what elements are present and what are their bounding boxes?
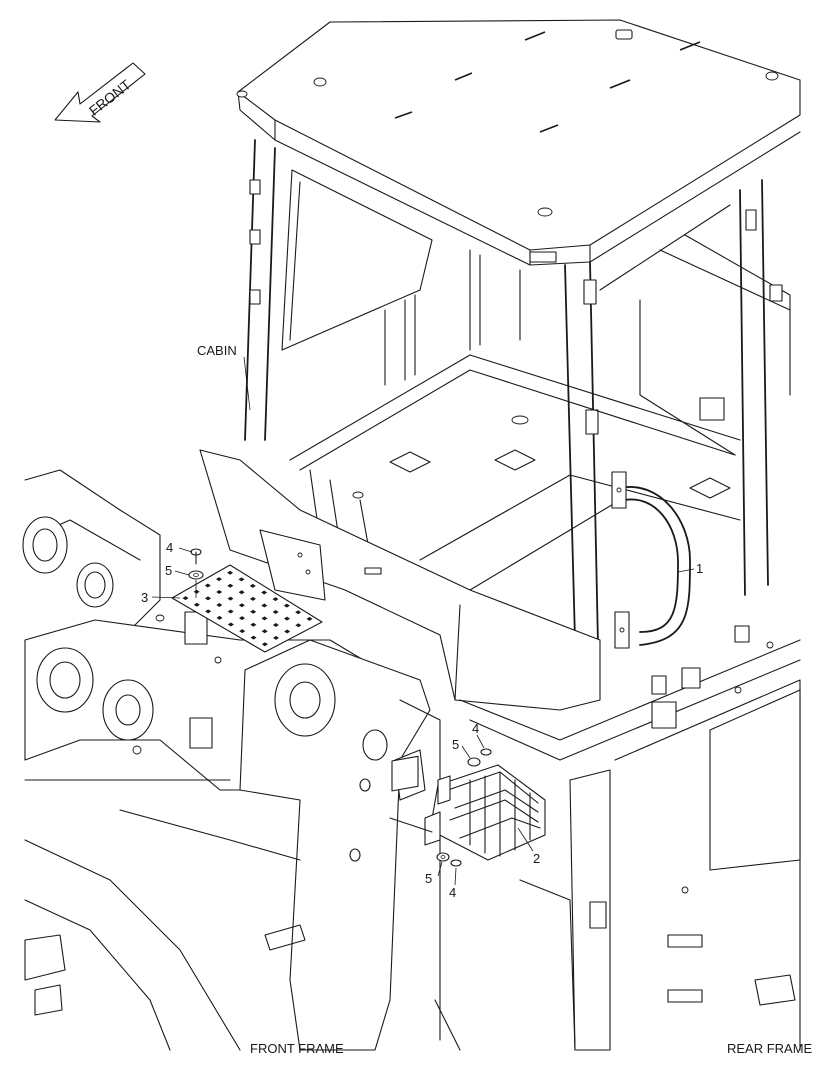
callout-washer-a: 5 [165,563,173,578]
plate-hole [227,609,234,614]
bolt-b [480,748,492,756]
plate-hole [216,602,223,607]
callout-step-lower: 2 [533,851,541,866]
washer-a [188,570,204,580]
plate-hole [205,609,212,614]
plate-hole [238,590,245,595]
step-plate [171,548,419,792]
plate-hole [261,590,268,595]
plate-hole [227,622,234,627]
plate-hole [249,583,256,588]
plate-hole [238,603,245,608]
plate-hole [216,615,223,620]
plate-hole [306,616,313,621]
plate-hole [239,616,246,621]
plate-hole [284,616,291,621]
front-arrow-label: FRONT [86,76,134,119]
plate-hole [261,616,268,621]
plate-hole [193,602,200,607]
plate-hole [250,635,257,640]
lower-step [389,748,546,867]
cabin-label: CABIN [197,343,237,358]
plate-hole [273,635,280,640]
plate-hole [272,622,279,627]
front-frame-label: FRONT FRAME [250,1041,344,1056]
plate-hole [227,596,234,601]
plate-hole [238,577,245,582]
plate-hole [284,629,291,634]
plate-hole [295,623,302,628]
washer-b [467,757,481,767]
handrail [611,471,691,649]
plate-hole [239,629,246,634]
plate-hole [272,610,279,615]
plate-hole [261,629,268,634]
cabin-roof [236,19,801,266]
plate-hole [250,609,257,614]
cabin-floor [289,354,741,591]
plate-hole [204,596,211,601]
plate-hole [227,583,234,588]
bolt-c [450,859,462,867]
callout-washer-b: 5 [452,737,460,752]
callout-bolt-c: 4 [449,885,457,900]
plate-hole [295,610,302,615]
rear-frame [459,625,801,1051]
plate-hole [249,596,256,601]
rear-frame-label: REAR FRAME [727,1041,813,1056]
callout-bolt-b: 4 [472,721,480,736]
plate-hole [283,603,290,608]
callout-handrail: 1 [696,561,704,576]
plate-hole [193,589,200,594]
plate-hole [227,570,234,575]
callout-washer-c: 5 [425,871,433,886]
cabin-frame [244,139,791,646]
plate-hole [261,603,268,608]
washer-c [436,852,450,862]
plate-hole [216,590,223,595]
plate-hole [272,597,279,602]
plate-hole [204,583,211,588]
front-direction-arrow: FRONT [54,62,146,123]
callout-bolt-a: 4 [166,540,174,555]
front-cowl [199,449,601,711]
plate-hole [182,596,189,601]
leader-lines [151,356,695,886]
plate-hole [261,642,268,647]
plate-hole [215,577,222,582]
callout-step-plate: 3 [141,590,149,605]
plate-hole [250,622,257,627]
